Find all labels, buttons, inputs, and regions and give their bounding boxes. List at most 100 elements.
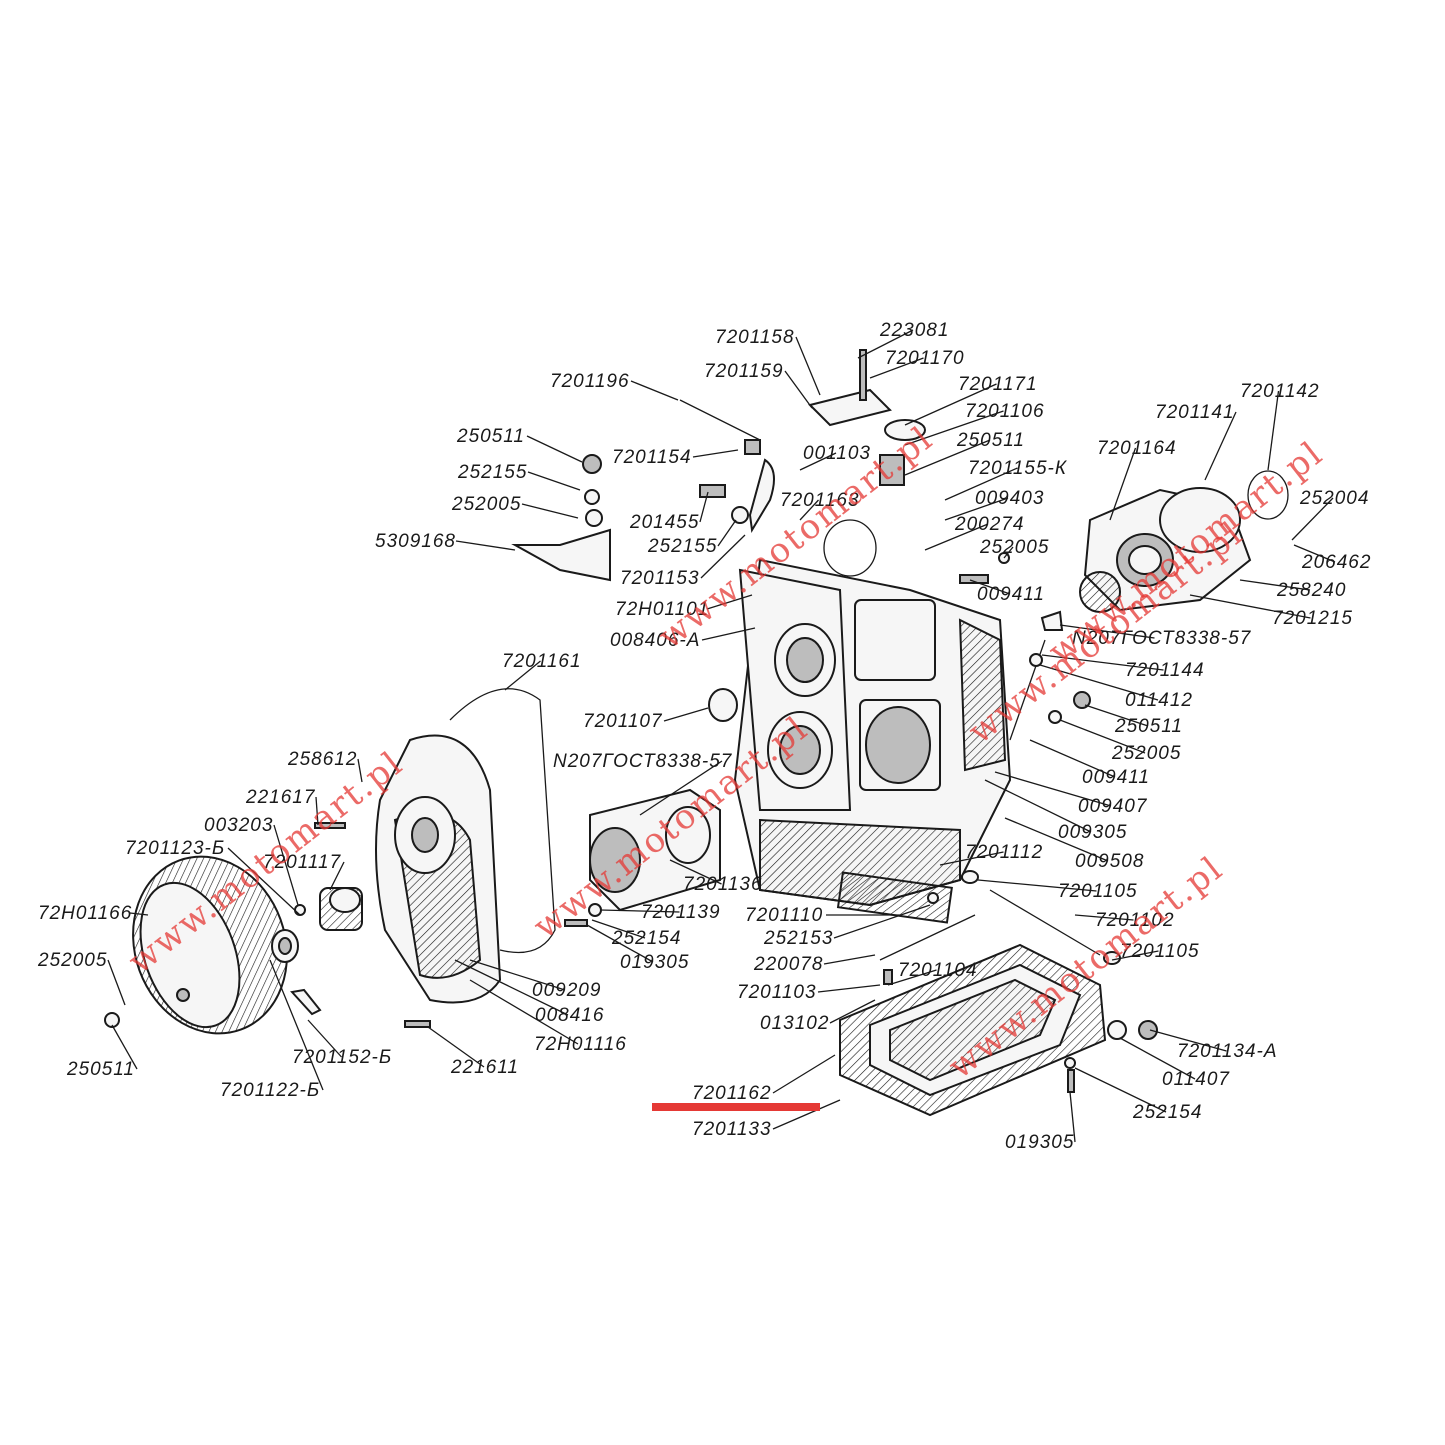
leader-line — [904, 383, 997, 426]
leader-line — [111, 1024, 138, 1070]
part-number-label: 7201110 — [745, 905, 823, 926]
part-number-label: 7201159 — [704, 361, 784, 382]
leader-line — [454, 959, 569, 1016]
leader-line — [857, 329, 914, 359]
parts-illustration — [104, 349, 1289, 1117]
part-number-label: 250511 — [66, 1059, 135, 1080]
part-number-label: 7201171 — [958, 374, 1038, 395]
part-number-label: 7201170 — [885, 348, 965, 369]
leader-line — [823, 954, 876, 965]
leader-line — [904, 410, 1004, 446]
part-number-label: 252005 — [37, 950, 107, 971]
leader-line — [1239, 579, 1311, 591]
part-number-label: 252005 — [979, 537, 1049, 558]
part-number-label: 013102 — [760, 1013, 829, 1034]
leader-line — [1111, 950, 1159, 961]
part-number-label: 7201152-Б — [292, 1047, 392, 1068]
leader-line — [504, 660, 541, 691]
part-number-label: 009305 — [1058, 822, 1127, 843]
leader-line — [772, 1054, 836, 1094]
part-number-label: 252155 — [647, 536, 717, 557]
leader-line — [833, 904, 931, 939]
leader-line — [717, 519, 737, 547]
part-number-label: 7201141 — [1155, 402, 1235, 423]
leader-line — [887, 969, 937, 986]
leader-line — [817, 984, 881, 993]
part-number-label: 009411 — [1082, 767, 1150, 788]
part-number-label: 7201102 — [1095, 910, 1175, 931]
leader-line — [692, 449, 739, 458]
part-number-label: 019305 — [620, 952, 689, 973]
leader-line — [924, 523, 989, 551]
leader-line — [784, 370, 813, 409]
leader-line — [307, 1019, 342, 1058]
part-number-label: 250511 — [1114, 716, 1183, 737]
part-number-label: 221611 — [450, 1057, 519, 1078]
part-number-label: 001103 — [803, 443, 871, 464]
part-number-label: 009508 — [1075, 851, 1144, 872]
part-number-label: 220078 — [753, 954, 823, 975]
leader-line — [1204, 411, 1237, 481]
leader-line — [591, 919, 646, 939]
part-number-label: 252005 — [1111, 743, 1181, 764]
leader-line — [663, 707, 709, 722]
leader-line — [977, 879, 1097, 892]
leader-line — [1003, 546, 1014, 559]
part-number-label: 7201215 — [1272, 608, 1353, 629]
leader-line — [669, 859, 722, 885]
highlight-underline — [652, 1103, 820, 1111]
part-number-label: 7201117 — [263, 852, 342, 873]
part-number-label: 7201107 — [583, 711, 663, 732]
leader-line — [994, 771, 1112, 807]
part-number-label: 7201103 — [737, 982, 817, 1003]
leader-line — [586, 924, 654, 963]
leader-line — [969, 579, 1011, 595]
part-number-label: 019305 — [1005, 1132, 1074, 1153]
leader-line — [795, 336, 821, 396]
leader-line — [1041, 654, 1164, 671]
part-number-label: 200274 — [954, 514, 1024, 535]
part-number-label: 7201136 — [683, 874, 763, 895]
part-number-label: 009411 — [977, 584, 1045, 605]
part-number-label: 72Н01166 — [38, 903, 132, 924]
part-number-label: 7201162 — [692, 1083, 772, 1104]
leader-line — [1189, 594, 1311, 619]
leader-line — [944, 467, 1018, 501]
leader-line — [984, 779, 1092, 833]
leader-line — [227, 847, 301, 916]
part-number-label: 72Н01101 — [615, 599, 709, 620]
leader-line — [630, 380, 679, 401]
part-number-label: 201455 — [629, 512, 699, 533]
part-number-label: 206462 — [1301, 552, 1371, 573]
leader-line — [701, 627, 756, 641]
part-number-label: 252153 — [763, 928, 833, 949]
leader-line — [944, 497, 1009, 521]
leader-line — [269, 959, 324, 1091]
part-number-label: 223081 — [879, 320, 949, 341]
leader-line — [829, 999, 876, 1024]
leader-line — [799, 499, 819, 521]
leader-line — [1059, 624, 1155, 639]
leader-line — [526, 435, 583, 463]
part-number-label: 7201154 — [612, 447, 692, 468]
leader-line — [1029, 739, 1116, 778]
part-number-label: 008416 — [535, 1005, 604, 1026]
leader-lines — [107, 329, 1336, 1143]
leader-line — [1074, 914, 1134, 921]
part-number-label: 7201133 — [692, 1119, 772, 1140]
crankcase-part — [733, 558, 1012, 924]
leader-line — [427, 1026, 485, 1068]
part-number-label: 7201144 — [1125, 660, 1205, 681]
part-number-label: 7201158 — [715, 327, 795, 348]
leader-line — [455, 540, 516, 551]
leader-line — [1293, 544, 1336, 563]
part-number-label: 011407 — [1162, 1069, 1230, 1090]
part-number-label: 7201123-Б — [125, 838, 225, 859]
leader-line — [273, 824, 299, 906]
part-number-label: 252155 — [457, 462, 527, 483]
part-number-label: 7201122-Б — [220, 1080, 320, 1101]
part-number-label: 7201112 — [965, 842, 1043, 863]
leader-line — [107, 959, 126, 1006]
